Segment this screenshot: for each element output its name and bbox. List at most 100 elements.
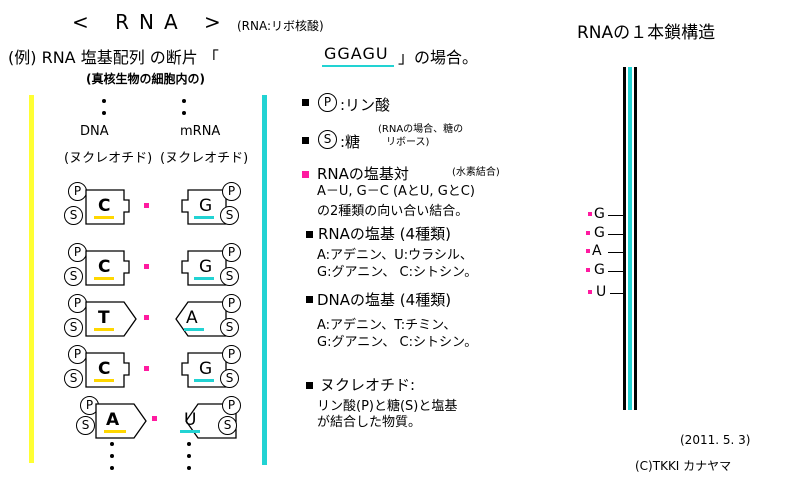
dot bbox=[102, 99, 106, 103]
strand-base-tick bbox=[608, 215, 624, 216]
phosphate-symbol: P bbox=[222, 345, 241, 364]
dot bbox=[110, 454, 114, 458]
dot bbox=[102, 111, 106, 115]
phosphate-symbol: P bbox=[68, 294, 87, 313]
dot bbox=[110, 466, 114, 470]
strand-base: G bbox=[586, 262, 626, 280]
legend-bullet bbox=[306, 296, 313, 303]
example-sequence: GGAGU bbox=[324, 44, 389, 63]
strand-base-letter: A bbox=[592, 243, 602, 259]
base-shapes bbox=[85, 352, 227, 388]
date-label: (2011. 5. 3) bbox=[680, 433, 751, 447]
sugar-symbol: S bbox=[76, 416, 95, 435]
example-suffix: 」の場合。 bbox=[398, 48, 479, 67]
strand-base-marker bbox=[586, 268, 590, 272]
strand-base: G bbox=[586, 206, 626, 224]
yellow-divider bbox=[29, 95, 34, 463]
rna-base-letter: G bbox=[199, 196, 213, 216]
strand-backbone-cyan bbox=[628, 67, 632, 410]
dna-column-label: DNA bbox=[80, 124, 109, 139]
dot bbox=[182, 99, 186, 103]
rna-base-letter: A bbox=[186, 308, 198, 328]
sugar-symbol: S bbox=[64, 206, 83, 225]
strand-base-marker bbox=[588, 290, 592, 294]
strand-base: G bbox=[586, 225, 626, 243]
phosphate-symbol: P bbox=[68, 243, 87, 262]
strand-base-marker bbox=[586, 231, 590, 235]
strand-base-letter: G bbox=[594, 225, 605, 241]
dot bbox=[182, 111, 186, 115]
strand-base: U bbox=[586, 284, 626, 302]
example-prefix: (例) RNA 塩基配列 の断片 「 bbox=[8, 48, 219, 67]
legend-rna-heading: RNAの塩基 (4種類) bbox=[318, 225, 451, 243]
legend-bullet bbox=[306, 231, 313, 238]
sugar-symbol: S bbox=[218, 416, 237, 435]
legend-bullet bbox=[306, 382, 313, 389]
sugar-symbol: S bbox=[318, 130, 337, 149]
legend-rna-line: A:アデニン、U:ウラシル、 bbox=[317, 248, 473, 263]
legend-bullet bbox=[302, 137, 309, 144]
base-pair-row: P S C G P S bbox=[60, 343, 250, 393]
hydrogen-bond bbox=[144, 366, 149, 371]
cyan-divider bbox=[262, 95, 267, 465]
dot bbox=[187, 454, 191, 458]
sugar-symbol: S bbox=[64, 369, 83, 388]
phosphate-symbol: P bbox=[222, 396, 241, 415]
strand-base-letter: G bbox=[594, 206, 605, 222]
hydrogen-bond bbox=[144, 203, 149, 208]
base-pair-row: P S A U P S bbox=[60, 394, 250, 444]
page-title: < RNA > bbox=[72, 10, 231, 34]
legend-bullet bbox=[302, 99, 309, 106]
phosphate-symbol: P bbox=[318, 93, 337, 112]
rna-base-underline bbox=[194, 379, 214, 382]
dna-base-letter: A bbox=[106, 410, 120, 430]
dna-column-sub: (ヌクレオチド) bbox=[64, 151, 153, 166]
strand-title: RNAの１本鎖構造 bbox=[577, 23, 716, 43]
sugar-symbol: S bbox=[220, 206, 239, 225]
mrna-column-sub: (ヌクレオチド) bbox=[160, 151, 249, 166]
sugar-symbol: S bbox=[220, 267, 239, 286]
base-shapes bbox=[85, 301, 227, 337]
strand-base-letter: G bbox=[594, 262, 605, 278]
rna-base-letter: G bbox=[199, 257, 213, 277]
strand-backbone-line bbox=[623, 67, 626, 410]
dna-base-underline bbox=[94, 379, 114, 382]
strand-base-marker bbox=[588, 212, 592, 216]
base-shapes bbox=[85, 189, 227, 225]
base-pair-row: P S T A P S bbox=[60, 292, 250, 342]
sequence-underline bbox=[322, 65, 394, 67]
legend-phosphate: :リン酸 bbox=[340, 96, 391, 114]
rna-base-underline bbox=[194, 216, 214, 219]
sugar-symbol: S bbox=[64, 318, 83, 337]
dna-base-letter: T bbox=[98, 308, 110, 328]
legend-nucleotide-heading: ヌクレオチド: bbox=[320, 376, 416, 394]
dna-base-underline bbox=[104, 430, 126, 433]
legend-sugar-note: (RNAの場合、糖の bbox=[378, 124, 464, 135]
rna-base-underline bbox=[180, 430, 200, 433]
phosphate-symbol: P bbox=[222, 294, 241, 313]
legend-pair-line: の2種類の向い合い結合。 bbox=[317, 204, 469, 219]
base-shapes bbox=[85, 250, 227, 286]
phosphate-symbol: P bbox=[222, 243, 241, 262]
sugar-symbol: S bbox=[64, 267, 83, 286]
legend-pair-note: (水素結合) bbox=[452, 167, 500, 178]
title-note: (RNA:リボ核酸) bbox=[237, 19, 324, 33]
legend-rna-line: G:グアニン、 C:シトシン。 bbox=[317, 265, 478, 280]
dna-base-letter: C bbox=[98, 196, 111, 216]
strand-base: A bbox=[586, 243, 626, 261]
legend-nucleotide-line: リン酸(P)と糖(S)と塩基 bbox=[317, 399, 458, 414]
dot bbox=[187, 466, 191, 470]
rna-base-underline bbox=[184, 328, 204, 331]
sugar-symbol: S bbox=[220, 318, 239, 337]
hydrogen-bond bbox=[144, 264, 149, 269]
legend-dna-line: A:アデニン、T:チミン、 bbox=[317, 318, 457, 333]
sugar-symbol: S bbox=[220, 369, 239, 388]
legend-dna-line: G:グアニン、 C:シトシン。 bbox=[317, 335, 478, 350]
legend-pair-line: A－U, G－C (AとU, GとC) bbox=[317, 184, 475, 199]
dna-base-underline bbox=[94, 328, 114, 331]
legend-bullet bbox=[302, 171, 309, 178]
dna-base-underline bbox=[94, 216, 114, 219]
dna-base-letter: C bbox=[98, 257, 111, 277]
dna-base-letter: C bbox=[98, 359, 111, 379]
dot bbox=[110, 442, 114, 446]
